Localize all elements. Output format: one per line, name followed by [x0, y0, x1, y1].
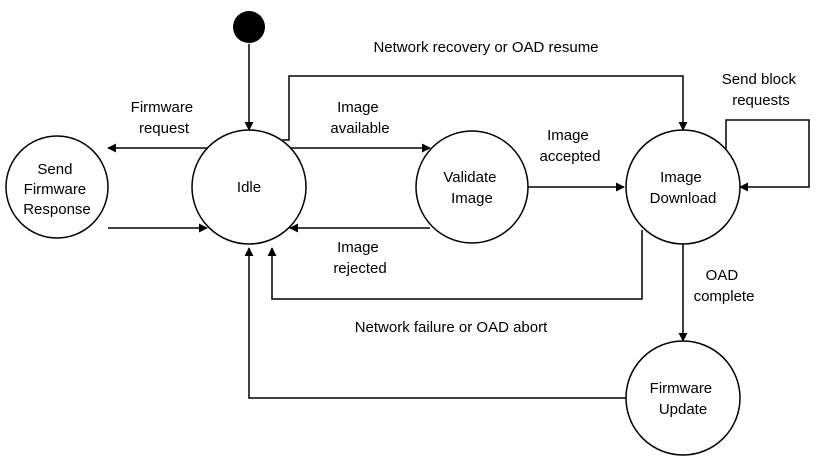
label-firmware-request: Firmware request [131, 99, 198, 137]
state-firmware-update: Firmware Update [625, 340, 741, 456]
edge-update-to-idle [244, 247, 626, 399]
state-label: Validate Image [443, 169, 500, 207]
edge-network-recovery [282, 75, 688, 141]
state-label: Send Firmware Response [23, 161, 91, 218]
label-oad-complete: OAD complete [694, 267, 755, 305]
initial-state-dot [233, 11, 265, 43]
state-label: Firmware Update [650, 380, 717, 418]
label-network-recovery: Network recovery or OAD resume [373, 39, 598, 56]
state-idle: Idle [191, 129, 307, 245]
label-network-failure: Network failure or OAD abort [355, 319, 548, 336]
state-send-firmware-response: Send Firmware Response [5, 135, 109, 239]
state-image-download: Image Download [625, 129, 741, 245]
state-label: Image Download [650, 169, 717, 207]
edge-send-block-self-loop [725, 119, 810, 192]
label-image-accepted: Image accepted [540, 127, 601, 165]
label-image-rejected: Image rejected [333, 239, 386, 277]
state-validate-image: Validate Image [415, 130, 529, 244]
state-label: Idle [237, 179, 261, 196]
edge-network-failure [267, 230, 643, 300]
label-image-available: Image available [330, 99, 389, 137]
label-send-block-requests: Send block requests [722, 71, 800, 109]
